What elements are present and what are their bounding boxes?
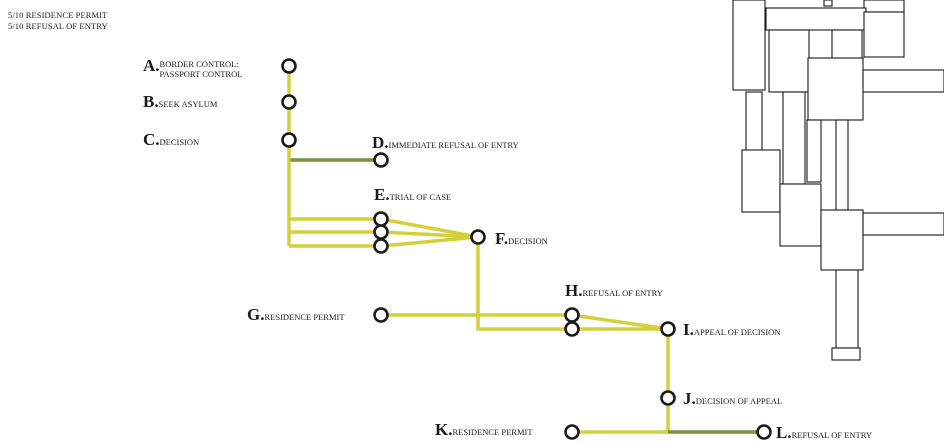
step-i-letter: I. — [683, 320, 694, 339]
node-c — [281, 132, 297, 148]
step-e-letter: E. — [374, 185, 390, 204]
stat-refusal-of-entry: 5/10 REFUSAL OF ENTRY — [8, 21, 108, 31]
line-e3-to-f — [380, 235, 479, 248]
node-e2 — [373, 224, 389, 240]
node-j — [660, 390, 676, 406]
step-d-letter: D. — [372, 133, 389, 152]
node-d — [373, 152, 389, 168]
step-b-text: SEEK ASYLUM — [158, 99, 218, 109]
pipe-structure-illustration — [732, 0, 944, 361]
node-a — [281, 58, 297, 74]
node-h2 — [564, 321, 580, 337]
node-f — [470, 229, 486, 245]
statistics-summary: 5/10 RESIDENCE PERMIT 5/10 REFUSAL OF EN… — [8, 10, 108, 32]
step-k-letter: K. — [435, 420, 453, 439]
step-a-letter: A. — [143, 56, 160, 75]
step-d-text: IMMEDIATE REFUSAL OF ENTRY — [388, 140, 519, 150]
node-h1 — [564, 307, 580, 323]
step-l-text: REFUSAL OF ENTRY — [791, 430, 873, 440]
line-e2-to-f — [380, 230, 479, 239]
step-k-label: K.RESIDENCE PERMIT — [435, 420, 533, 440]
node-i — [660, 321, 676, 337]
step-e-label: E.TRIAL OF CASE — [374, 185, 451, 205]
step-h-text: REFUSAL OF ENTRY — [582, 288, 663, 298]
line-h1-to-i — [571, 313, 669, 331]
node-g — [373, 307, 389, 323]
step-j-text: DECISION OF APPEAL — [695, 396, 783, 406]
line-f-down — [476, 237, 572, 331]
step-j-label: J.DECISION OF APPEAL — [683, 389, 782, 409]
step-d-label: D.IMMEDIATE REFUSAL OF ENTRY — [372, 133, 519, 153]
node-k — [564, 424, 580, 440]
step-f-text: DECISION — [508, 236, 548, 246]
step-a-text-2: PASSPORT CONTROL — [159, 69, 243, 79]
step-c-letter: C. — [143, 130, 160, 149]
step-k-text: RESIDENCE PERMIT — [452, 427, 533, 437]
node-e3 — [373, 238, 389, 254]
step-g-text: RESIDENCE PERMIT — [264, 312, 345, 322]
step-g-letter: G. — [247, 305, 265, 324]
step-j-letter: J. — [683, 389, 696, 408]
step-h-letter: H. — [565, 281, 583, 300]
node-l — [756, 424, 772, 440]
line-e1-to-f — [380, 217, 479, 239]
step-i-text: APPEAL OF DECISION — [693, 327, 781, 337]
step-i-label: I.APPEAL OF DECISION — [683, 320, 780, 340]
flow-nodes — [281, 58, 772, 440]
step-c-text: DECISION — [159, 137, 200, 147]
step-a-label: A.BORDER CONTROL:PASSPORT CONTROL — [143, 56, 242, 79]
node-b — [281, 94, 297, 110]
flow-lines — [287, 66, 764, 434]
stat-residence-permit: 5/10 RESIDENCE PERMIT — [8, 10, 108, 20]
step-l-letter: L. — [776, 423, 792, 442]
step-g-label: G.RESIDENCE PERMIT — [247, 305, 345, 325]
step-h-label: H.REFUSAL OF ENTRY — [565, 281, 663, 301]
step-f-letter: F. — [495, 229, 509, 248]
step-c-label: C.DECISION — [143, 130, 199, 150]
step-e-text: TRIAL OF CASE — [389, 192, 452, 202]
step-a-text-1: BORDER CONTROL: — [159, 59, 239, 69]
step-f-label: F.DECISION — [495, 229, 548, 249]
step-b-letter: B. — [143, 92, 159, 111]
node-e1 — [373, 211, 389, 227]
step-l-label: L.REFUSAL OF ENTRY — [776, 423, 872, 443]
step-b-label: B.SEEK ASYLUM — [143, 92, 217, 112]
